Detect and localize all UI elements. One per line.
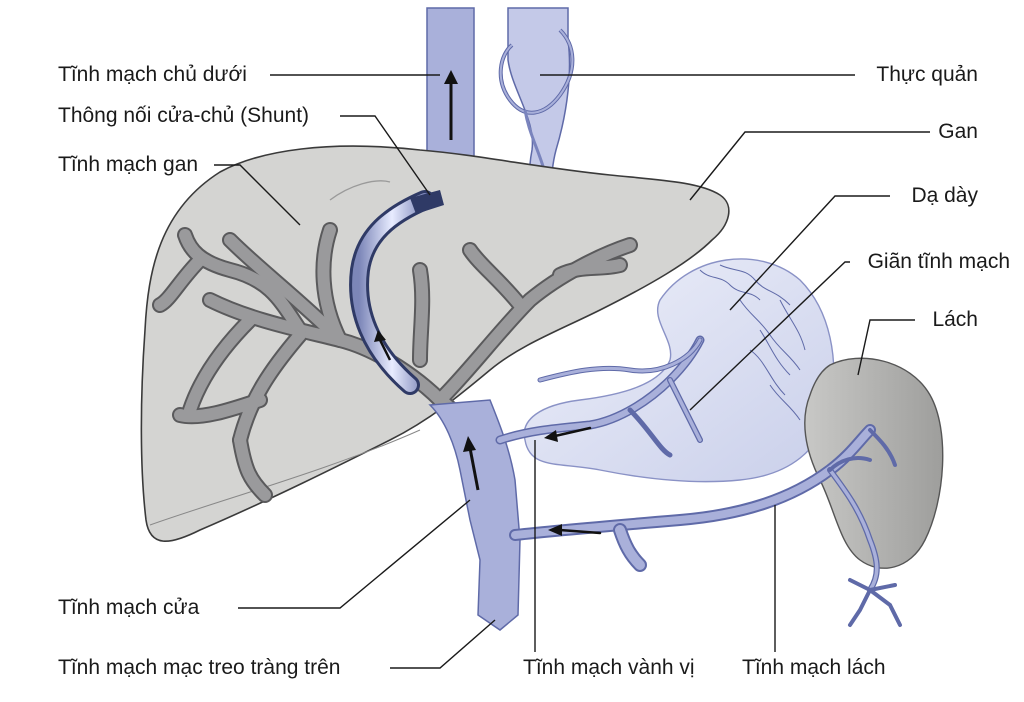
leader-liver xyxy=(689,131,930,201)
leader-portal-vein xyxy=(238,499,471,609)
splenic-vein xyxy=(509,424,902,627)
portal-vein xyxy=(428,399,521,631)
leader-smv xyxy=(390,619,496,669)
liver xyxy=(140,145,730,542)
label-liver: Gan xyxy=(938,120,978,143)
label-esophagus: Thực quản xyxy=(876,63,978,86)
label-hepatic-vein: Tĩnh mạch gan xyxy=(58,153,199,176)
label-portal-vein: Tĩnh mạch cửa xyxy=(58,596,200,619)
leader-shunt xyxy=(340,115,431,196)
coronary-vein xyxy=(495,335,705,458)
leader-hepatic-vein xyxy=(214,164,301,226)
leader-lines xyxy=(214,74,930,669)
leader-stomach xyxy=(729,195,890,311)
label-varices: Giãn tĩnh mạch xyxy=(867,250,1010,273)
spleen xyxy=(804,357,944,569)
label-ivc: Tĩnh mạch chủ dưới xyxy=(58,63,247,86)
label-coronary-vein: Tĩnh mạch vành vị xyxy=(523,656,695,679)
tips-shunt xyxy=(349,190,444,395)
hepatic-branches xyxy=(152,222,638,503)
label-spleen: Lách xyxy=(932,308,978,331)
label-stomach: Dạ dày xyxy=(911,184,978,207)
leader-spleen xyxy=(857,319,915,376)
label-smv: Tĩnh mạch mạc treo tràng trên xyxy=(58,656,341,679)
label-splenic-vein: Tĩnh mạch lách xyxy=(742,656,886,679)
leader-varices xyxy=(689,261,850,411)
label-shunt: Thông nối cửa-chủ (Shunt) xyxy=(58,104,310,127)
